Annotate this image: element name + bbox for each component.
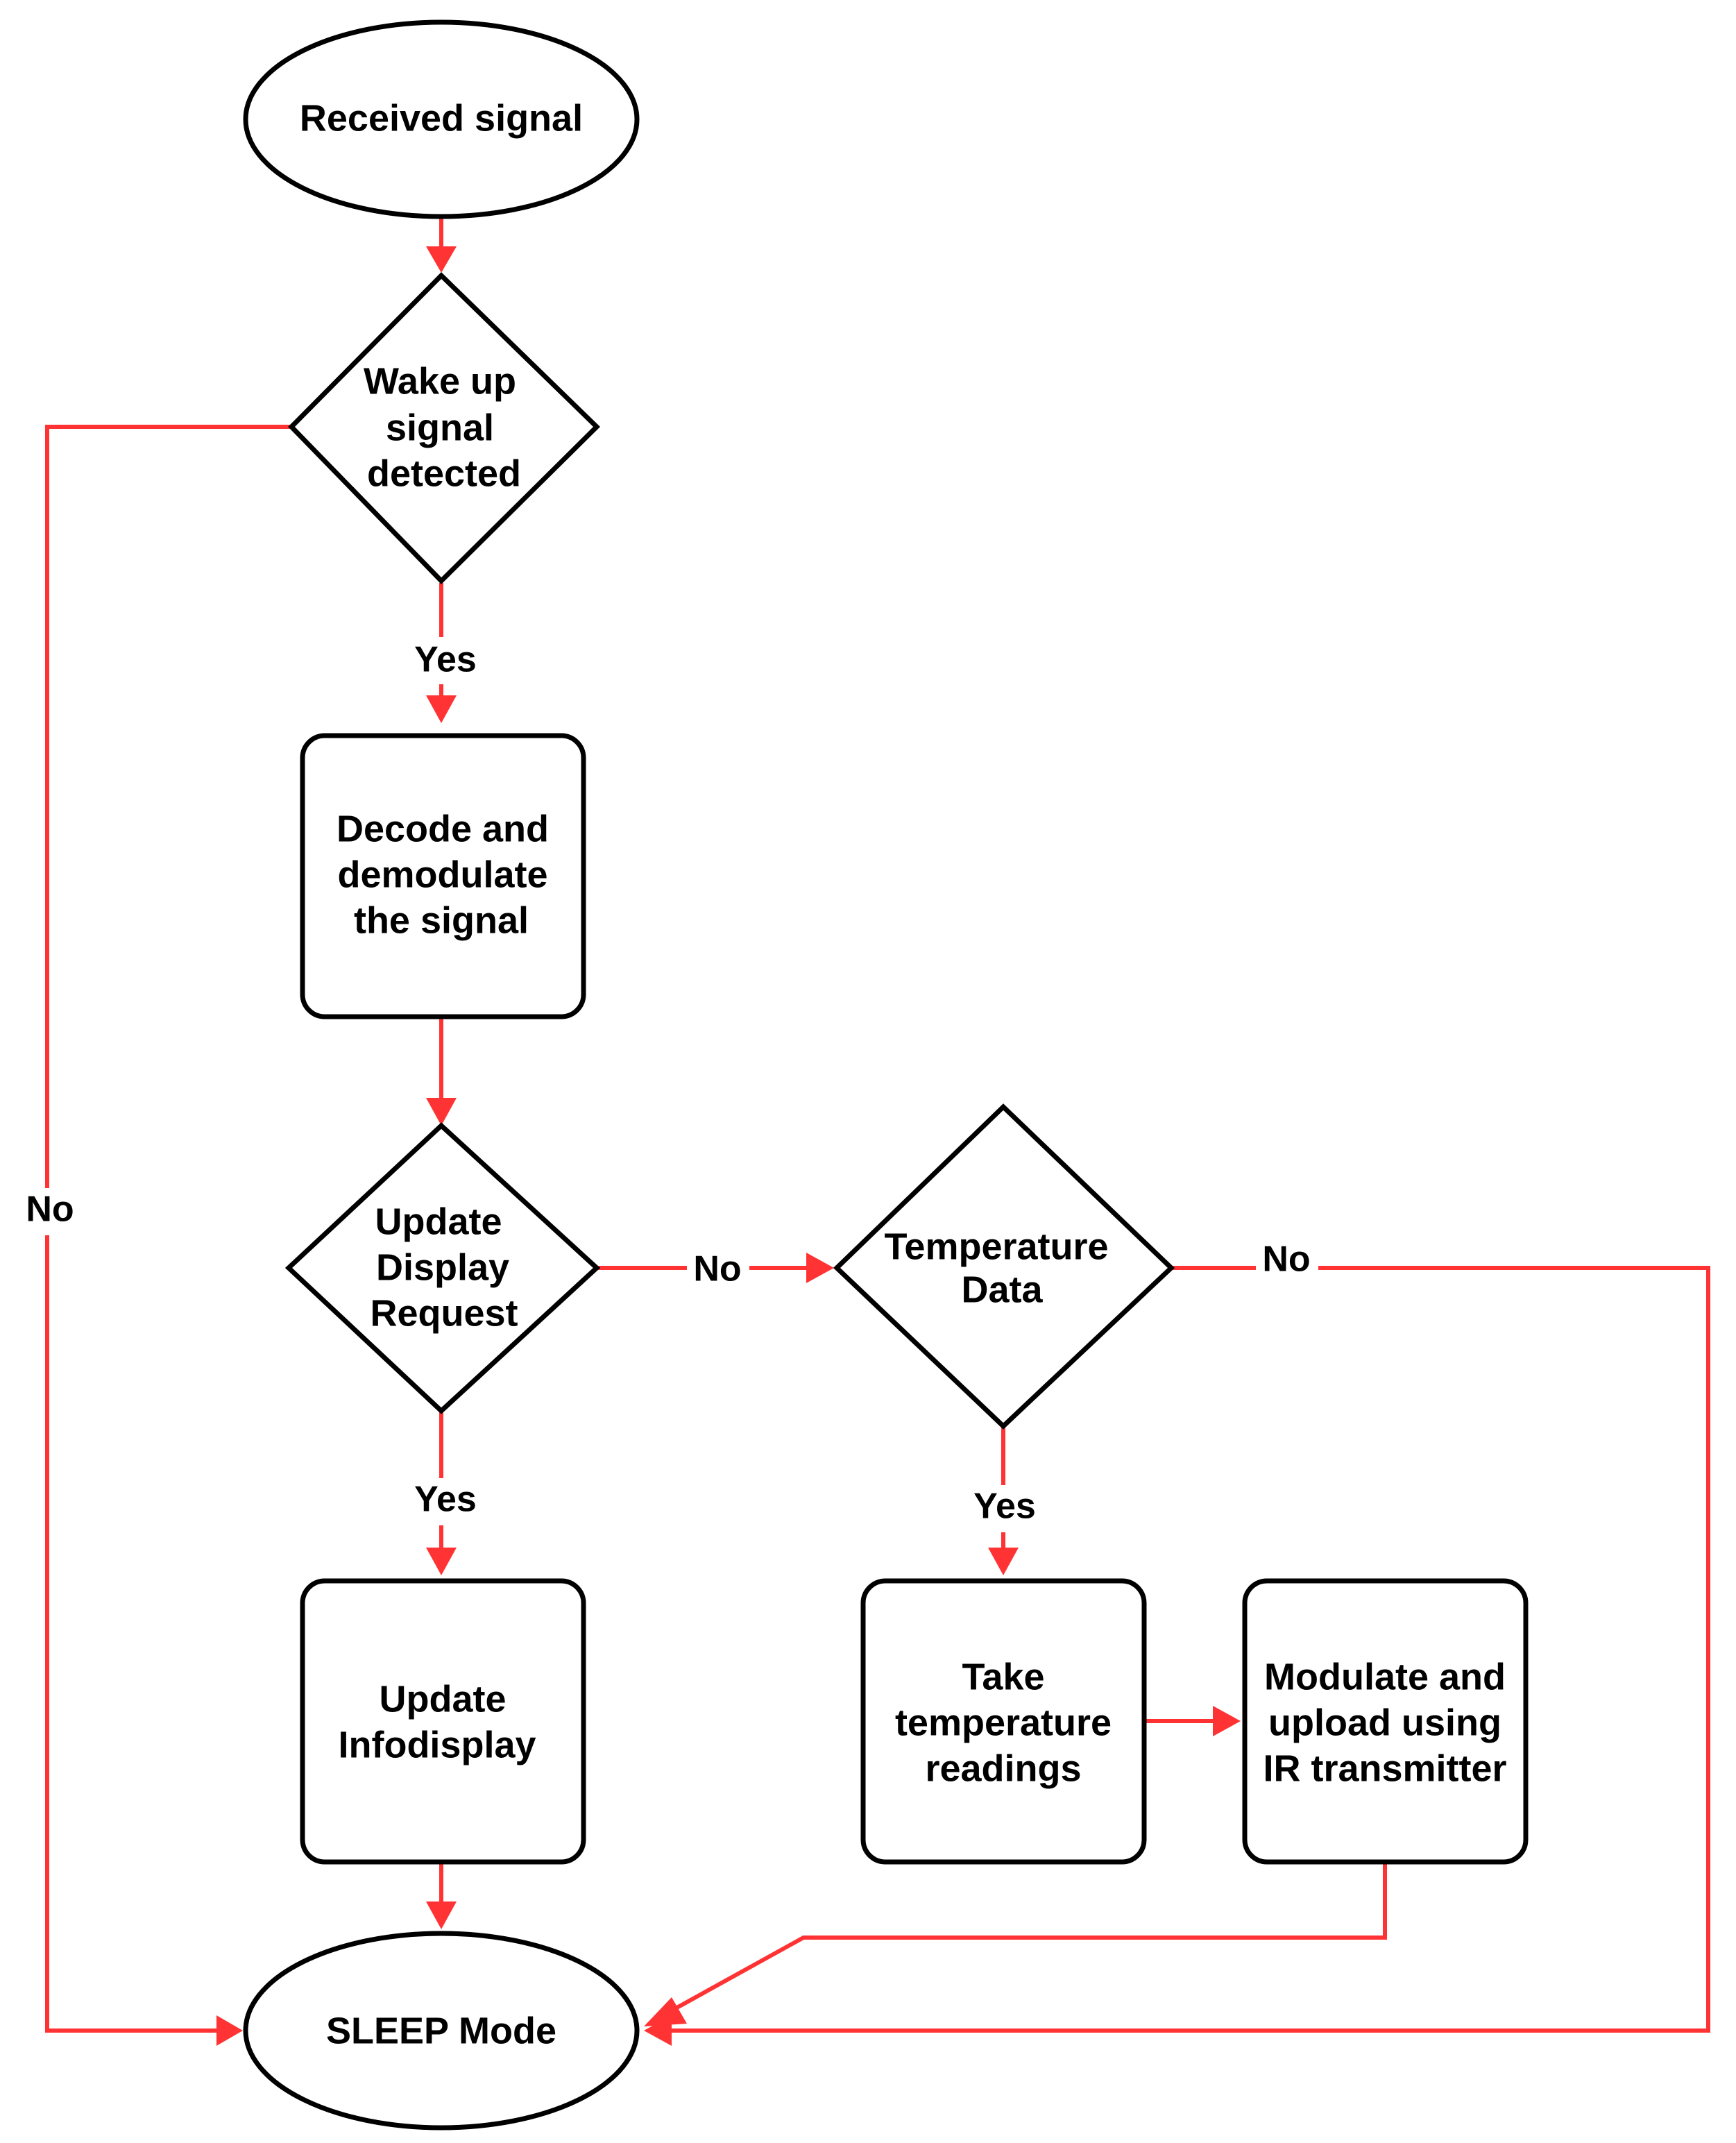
- node-label: SLEEP Mode: [326, 2010, 556, 2051]
- arrowhead: [644, 1997, 687, 2026]
- node-temperature-data-decision: Temperature Data: [833, 1103, 1175, 1430]
- edges: Yes No No Yes: [19, 217, 1710, 2046]
- edge-label-temp-no: No: [1262, 1239, 1310, 1280]
- node-modulate-upload-process: Modulate and upload using IR transmitter: [1242, 1578, 1529, 1865]
- edge-decode-to-request: [426, 1018, 457, 1126]
- node-label-line-1: Update: [379, 1678, 506, 1720]
- edge-wake-no: No: [19, 425, 291, 2046]
- node-wake-up-decision: Wake up signal detected: [288, 272, 600, 584]
- node-label-line-3: detected: [367, 452, 521, 494]
- arrowhead: [426, 1901, 457, 1929]
- arrowhead: [426, 246, 457, 273]
- node-label-line-3: Request: [370, 1292, 518, 1334]
- edge-temp-no: No: [644, 1239, 1710, 2046]
- arrowhead: [426, 695, 457, 723]
- node-label-line-2: demodulate: [337, 854, 547, 895]
- node-label-line-2: temperature: [895, 1702, 1112, 1743]
- node-label-line-1: Modulate and: [1264, 1656, 1506, 1697]
- node-label-line-2: signal: [386, 407, 494, 448]
- node-label-line-1: Temperature: [884, 1226, 1108, 1267]
- arrowhead: [1213, 1706, 1241, 1736]
- nodes: Received signal Wake up signal detected …: [243, 19, 1529, 2131]
- node-decode-process: Decode and demodulate the signal: [300, 733, 586, 1019]
- edge-infodisplay-to-sleep: [426, 1862, 457, 1929]
- edge-label-request-yes: Yes: [414, 1480, 477, 1520]
- node-take-readings-process: Take temperature readings: [860, 1578, 1147, 1865]
- arrowhead: [216, 2015, 243, 2046]
- edge-received-to-wake: [426, 217, 457, 273]
- node-received-signal: Received signal: [243, 19, 640, 219]
- node-sleep-mode: SLEEP Mode: [243, 1931, 640, 2131]
- edge-modulate-to-sleep: [644, 1862, 1387, 2026]
- node-label-line-2: Data: [961, 1269, 1043, 1310]
- node-label-line-2: Display: [376, 1246, 509, 1288]
- node-update-infodisplay-process: Update Infodisplay: [300, 1578, 586, 1865]
- edge-readings-to-modulate: [1145, 1706, 1241, 1736]
- arrowhead: [988, 1548, 1019, 1575]
- node-label-line-3: readings: [925, 1747, 1081, 1789]
- node-label-line-3: the signal: [354, 899, 529, 941]
- arrowhead: [426, 1548, 457, 1575]
- edge-label-wake-yes: Yes: [414, 640, 477, 680]
- edge-label-temp-yes: Yes: [973, 1486, 1036, 1527]
- node-label-line-1: Decode and: [337, 808, 549, 849]
- edge-label-request-no: No: [693, 1249, 741, 1289]
- arrowhead: [426, 1098, 457, 1126]
- node-label-line-3: IR transmitter: [1263, 1747, 1506, 1789]
- node-update-display-request-decision: Update Display Request: [284, 1122, 601, 1414]
- arrowhead: [806, 1253, 834, 1283]
- edge-wake-yes: Yes: [404, 583, 479, 723]
- node-label-line-1: Wake up: [364, 360, 516, 402]
- edge-request-no: No: [597, 1249, 834, 1292]
- node-label-line-1: Update: [375, 1201, 502, 1242]
- node-label: Received signal: [300, 97, 583, 139]
- edge-temp-yes: Yes: [966, 1426, 1041, 1575]
- node-label-line-2: upload using: [1268, 1702, 1501, 1743]
- edge-request-yes: Yes: [404, 1412, 479, 1575]
- node-label-line-1: Take: [962, 1656, 1044, 1697]
- node-label-line-2: Infodisplay: [338, 1724, 536, 1765]
- edge-label-wake-no: No: [26, 1189, 74, 1230]
